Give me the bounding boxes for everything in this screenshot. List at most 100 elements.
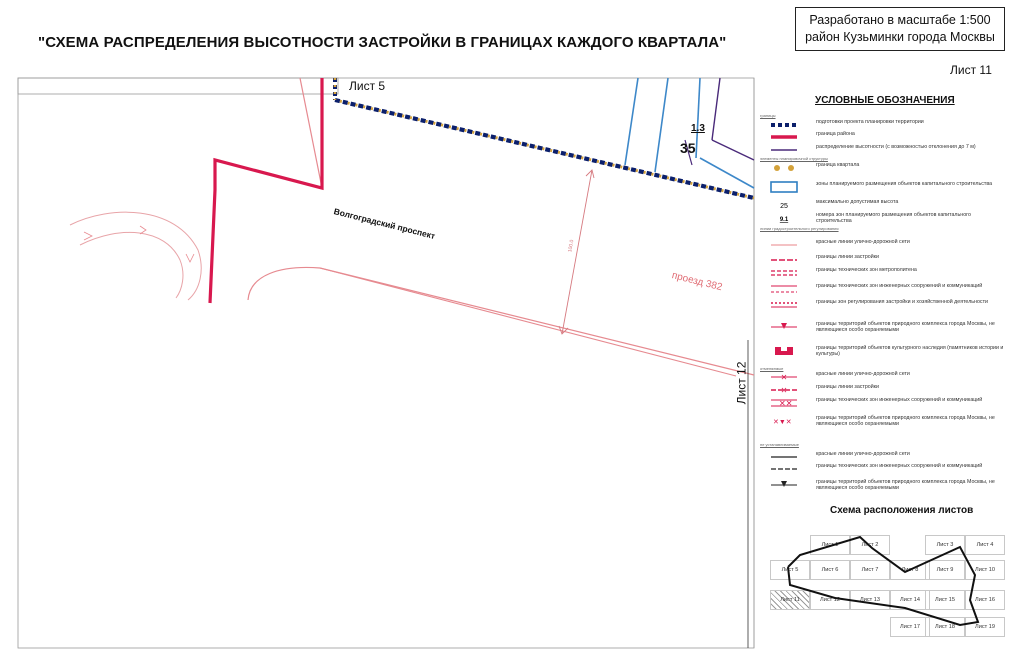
sheet-scheme-title: Схема расположения листов: [830, 505, 974, 516]
legend-row: ✕▼✕границы территорий объектов природног…: [760, 414, 1005, 428]
unset-nature-icon: [760, 478, 808, 492]
svg-text:✕: ✕: [781, 386, 788, 395]
sheet-number: Лист 11: [950, 63, 992, 77]
sheet-5-border: [17, 77, 339, 95]
legend-label: граница квартала: [816, 162, 860, 168]
heritage-icon: [760, 344, 808, 358]
road-arrow-1: [83, 231, 93, 241]
dim-arrow-top: [585, 169, 595, 179]
legend-label: границы технических зон метрополитена: [816, 267, 917, 273]
project-border-icon: [760, 118, 808, 132]
sheet-cell[interactable]: Лист 7: [850, 560, 890, 580]
legend-group-borders: границы: [760, 113, 776, 118]
zone-boundary-3: [695, 77, 701, 159]
legend-row: 25 максимально допустимая высота: [760, 198, 1005, 212]
legend-label: красные линии улично-дорожной сети: [816, 239, 910, 245]
legend-group-regulation: линии градостроительного регулирования: [760, 226, 839, 231]
page-title: "СХЕМА РАСПРЕДЕЛЕНИЯ ВЫСОТНОСТИ ЗАСТРОЙК…: [38, 34, 727, 51]
zone-number-label: 1.3: [691, 123, 705, 134]
red-line-1: [299, 77, 323, 189]
legend-title: УСЛОВНЫЕ ОБОЗНАЧЕНИЯ: [815, 95, 955, 106]
sheet-cell[interactable]: Лист 8: [890, 560, 930, 580]
svg-text:✕✕: ✕✕: [779, 399, 792, 408]
quarter-border-icon: [760, 161, 808, 175]
sheet-cell[interactable]: Лист 14: [890, 590, 930, 610]
svg-text:25: 25: [780, 203, 788, 210]
legend-label: границы технических зон инженерных соору…: [816, 463, 983, 469]
unset-engineering-icon: [760, 462, 808, 476]
red-line-2: [247, 266, 755, 376]
legend-row: красные линии улично-дорожной сети: [760, 238, 1005, 252]
unset-red-line-icon: [760, 450, 808, 464]
legend-row: ✕ красные линии улично-дорожной сети: [760, 370, 1005, 384]
district-border: [208, 78, 324, 304]
sheet-cell[interactable]: Лист 18: [925, 617, 965, 637]
height-distribution-icon: [760, 143, 808, 157]
nature-territory-icon: [760, 320, 808, 334]
quarter-border: [334, 98, 755, 200]
legend-row: границы технических зон инженерных соору…: [760, 462, 1005, 476]
legend-label: красные линии улично-дорожной сети: [816, 371, 910, 377]
sheet-cell[interactable]: Лист 9: [925, 560, 965, 580]
legend-label: границы линии застройки: [816, 384, 879, 390]
height-line-3: [684, 139, 693, 166]
map-frame: [17, 77, 755, 649]
legend-row: границы линии застройки: [760, 253, 1005, 267]
sheet-cell[interactable]: Лист 15: [925, 590, 965, 610]
legend-group-cancelled: отменяемые: [760, 366, 784, 371]
red-line-icon: [760, 238, 808, 252]
legend-label: границы технических зон инженерных соору…: [816, 283, 983, 289]
sheet-cell[interactable]: Лист 3: [925, 535, 965, 555]
regulation-zone-icon: [760, 298, 808, 312]
sheet-cell[interactable]: Лист 5: [770, 560, 810, 580]
legend-label: границы территорий объектов природного к…: [816, 479, 995, 492]
sheet-cell[interactable]: Лист 10: [965, 560, 1005, 580]
loop-road-outer: [69, 211, 202, 301]
height-line-2: [711, 139, 755, 161]
max-height-icon: 25: [760, 198, 808, 212]
scale-stamp: Разработано в масштабе 1:500 район Кузьм…: [795, 7, 1005, 51]
legend-group-structure: элементы планировочной структуры: [760, 156, 828, 161]
metro-zone-icon: [760, 266, 808, 280]
legend-row: подготовки проекта планировки территории: [760, 118, 1005, 132]
legend-label: зоны планируемого размещения объектов ка…: [816, 181, 993, 187]
sheet-cell[interactable]: Лист 4: [965, 535, 1005, 555]
cancelled-red-line-icon: ✕: [760, 370, 808, 384]
stamp-district: район Кузьминки города Москвы: [805, 30, 995, 44]
height-value-label: 35: [680, 140, 696, 156]
legend-label: границы зон регулирования застройки и хо…: [816, 299, 988, 305]
sheet-cell[interactable]: Лист 13: [850, 590, 890, 610]
legend-row: граница района: [760, 130, 1005, 144]
current-sheet-cell[interactable]: Лист 11: [770, 590, 810, 610]
building-line-icon: [760, 253, 808, 267]
sheet-cell[interactable]: Лист 1: [810, 535, 850, 555]
legend-label: максимально допустимая высота: [816, 199, 899, 205]
red-line-3: [319, 267, 737, 377]
sheet-cell[interactable]: Лист 16: [965, 590, 1005, 610]
legend-label: подготовки проекта планировки территории: [816, 119, 924, 125]
zone-boundary-4: [699, 157, 755, 189]
sheet-cell[interactable]: Лист 19: [965, 617, 1005, 637]
legend-row: ✕✕границы технических зон инженерных соо…: [760, 396, 1005, 410]
road-arrow-2: [139, 225, 147, 235]
legend-label: распределение высотности (с возможностью…: [816, 144, 976, 150]
svg-text:✕▼✕: ✕▼✕: [773, 419, 792, 426]
sheet-cell[interactable]: Лист 12: [810, 590, 850, 610]
legend-label: границы территорий объектов культурного …: [816, 345, 1004, 358]
legend-label: номера зон планируемого размещения объек…: [816, 212, 971, 225]
cancelled-building-line-icon: ✕: [760, 383, 808, 397]
sheet-cell[interactable]: Лист 2: [850, 535, 890, 555]
legend-row: границы технических зон метрополитена: [760, 266, 1005, 280]
legend-row: границы зон регулирования застройки и хо…: [760, 298, 1005, 312]
legend-label: границы линии застройки: [816, 254, 879, 260]
sheet-cell[interactable]: Лист 6: [810, 560, 850, 580]
sheet-cell[interactable]: Лист 17: [890, 617, 930, 637]
legend-group-unset: не устанавливаемые: [760, 442, 799, 447]
sheet-5-label: Лист 5: [347, 79, 388, 93]
district-border-icon: [760, 130, 808, 144]
legend-label: граница района: [816, 131, 855, 137]
svg-text:✕: ✕: [781, 373, 788, 382]
cancelled-engineering-icon: ✕✕: [760, 396, 808, 410]
